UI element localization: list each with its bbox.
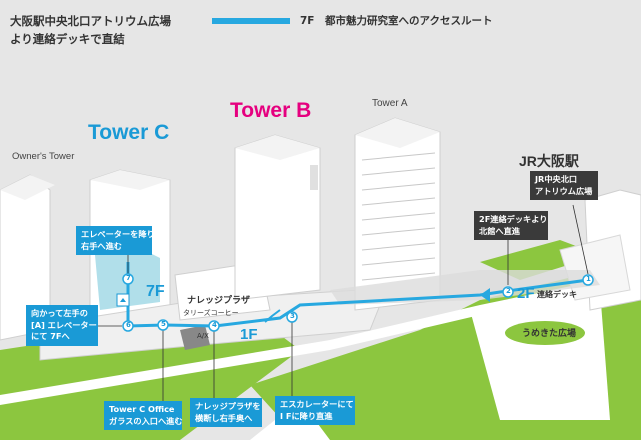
step-6-label: 6 xyxy=(126,321,131,329)
ax-block xyxy=(180,325,210,350)
step-markers xyxy=(122,273,594,332)
tower-a-label: Tower A xyxy=(372,98,408,109)
tower-b-label: Tower B xyxy=(230,99,312,122)
deck-2f-label: 2F xyxy=(517,285,535,302)
step-1-marker xyxy=(582,274,594,286)
knowledge-plaza-label: ナレッジプラザ xyxy=(187,296,251,306)
step-2-marker xyxy=(502,286,514,298)
callout-plaza-text: ナレッジプラザを 横断し右手奥へ xyxy=(195,401,261,423)
map-title: 大阪駅中央北口アトリウム広場 より連絡デッキで直結 xyxy=(10,12,171,48)
callout-left-elevator-text: 向かって左手の [A] エレベーター にて 7Fへ xyxy=(31,308,97,341)
step-7-marker xyxy=(122,273,134,285)
tullys-label: タリーズコーヒー xyxy=(183,309,239,317)
ax-label: A/X xyxy=(197,332,209,340)
title-line-2: より連絡デッキで直結 xyxy=(10,32,125,46)
callout-atrium-text: JR中央北口 アトリウム広場 xyxy=(535,174,593,196)
step-5-marker xyxy=(157,319,169,331)
step-2-label: 2 xyxy=(506,287,511,295)
tower-c-label: Tower C xyxy=(88,121,170,144)
owners-tower-label: Owner's Tower xyxy=(12,151,75,162)
umekita-lawn xyxy=(505,321,585,345)
step-4-label: 4 xyxy=(212,321,217,329)
callout-glass: Tower C Office ガラスの入口へ進む xyxy=(104,401,183,430)
step-6-marker xyxy=(122,320,134,332)
callout-glass-text: Tower C Office ガラスの入口へ進む xyxy=(109,404,183,426)
umekita-label: うめきた広場 xyxy=(522,329,577,339)
road xyxy=(0,280,641,405)
callout-deck: 2F連絡デッキより 北館へ直進 xyxy=(474,211,548,240)
deck-label: 連絡デッキ xyxy=(537,290,577,299)
callout-atrium: JR中央北口 アトリウム広場 xyxy=(530,171,598,200)
legend-line xyxy=(212,18,290,24)
tower-b-building xyxy=(234,134,321,301)
floor-7f-label: 7F xyxy=(146,283,165,300)
callout-escalator-text: エスカレーターにて I Fに降り直進 xyxy=(280,399,354,421)
floor-1f-label: 1F xyxy=(240,326,258,343)
callout-escalator: エスカレーターにて I Fに降り直進 xyxy=(275,396,355,425)
step-3-marker xyxy=(286,311,298,323)
callout-elevator-text: エレベーターを降り 右手へ進む xyxy=(81,229,155,251)
connecting-deck xyxy=(330,270,600,305)
umekita-plaza-ground xyxy=(470,290,610,420)
callout-plaza: ナレッジプラザを 横断し右手奥へ xyxy=(190,398,262,427)
step-5-label: 5 xyxy=(161,320,166,328)
tower-a-windows xyxy=(361,152,436,281)
escalator-icon xyxy=(264,309,281,323)
elevator-icon xyxy=(116,293,130,307)
step-1-label: 1 xyxy=(586,275,591,283)
legend-label: 7F 都市魅力研究室へのアクセスルート xyxy=(300,15,493,27)
route-arrow-icon xyxy=(480,288,490,302)
step-4-marker xyxy=(208,320,220,332)
callout-elevator: エレベーターを降り 右手へ進む xyxy=(76,226,155,255)
step-3-label: 3 xyxy=(290,312,295,320)
callout-left-elevator: 向かって左手の [A] エレベーター にて 7Fへ xyxy=(26,305,98,346)
title-line-1: 大阪駅中央北口アトリウム広場 xyxy=(10,14,171,28)
step-7-label: 7 xyxy=(126,274,131,282)
jr-osaka-label: JR大阪駅 xyxy=(519,153,579,169)
callout-deck-text: 2F連絡デッキより 北館へ直進 xyxy=(479,214,548,236)
